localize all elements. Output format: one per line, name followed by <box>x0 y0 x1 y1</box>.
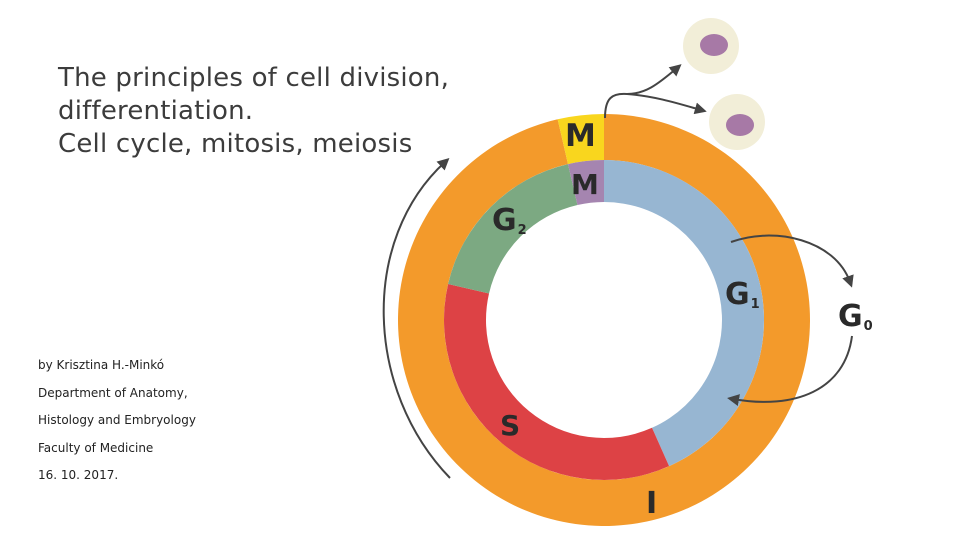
g0-label-sub: 0 <box>864 319 873 334</box>
g0-label: G0 <box>838 299 873 334</box>
g1-label-main: G <box>725 277 750 312</box>
nucleus-bottom <box>726 114 754 136</box>
g1-label-sub: 1 <box>751 297 760 312</box>
g0-label-main: G <box>838 299 863 334</box>
g2-label-main: G <box>492 203 517 238</box>
inner-mitosis-label: M <box>571 168 599 201</box>
interphase-label: I <box>646 486 657 521</box>
g2-label-sub: 2 <box>518 223 527 238</box>
s-phase-label: S <box>500 409 520 442</box>
division-arrow-bottom <box>627 94 701 110</box>
division-arrow-top <box>605 68 677 118</box>
outer-mitosis-label: M <box>565 118 596 154</box>
nucleus-top <box>700 34 728 56</box>
